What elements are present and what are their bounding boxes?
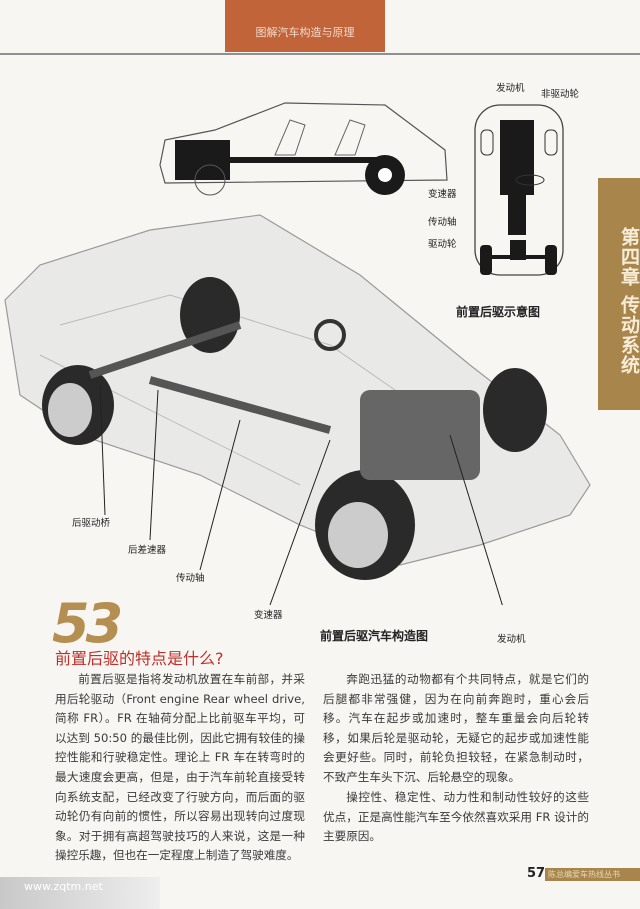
right-paragraph-2: 操控性、稳定性、动力性和制动性较好的这些优点，正是高性能汽车至今依然喜欢采用 F… xyxy=(323,790,589,844)
label-gearbox: 变速器 xyxy=(254,610,283,621)
watermark: www.zqtm.net xyxy=(0,877,160,909)
label-rear-axle: 后驱动桥 xyxy=(72,518,111,529)
left-paragraph: 前置后驱是指将发动机放置在车前部，并采用后轮驱动（Front engine Re… xyxy=(55,672,305,863)
page-number: 57 xyxy=(527,866,546,881)
label-driveshaft: 传动轴 xyxy=(176,573,205,584)
running-header: 图解汽车构造与原理 xyxy=(225,0,385,52)
header-rule xyxy=(0,53,640,55)
label-engine: 发动机 xyxy=(497,634,526,645)
watermark-text: www.zqtm.net xyxy=(24,880,103,893)
cutaway-car-illustration xyxy=(4,214,591,605)
series-footer: 陈总编爱车热线丛书 xyxy=(545,868,640,881)
question-number: 53 xyxy=(52,592,123,655)
label-gearbox-schematic: 变速器 xyxy=(428,189,457,200)
schematic-caption: 前置后驱示意图 xyxy=(456,305,541,319)
chapter-tab: 第四章 传动系统 xyxy=(598,178,640,410)
label-driveshaft-schematic: 传动轴 xyxy=(428,217,457,228)
illustration-caption: 前置后驱汽车构造图 xyxy=(320,629,429,643)
side-view-car-drawing xyxy=(159,102,448,196)
label-non-drive-wheel: 非驱动轮 xyxy=(541,89,580,100)
label-engine-schematic: 发动机 xyxy=(496,83,525,94)
label-rear-differential: 后差速器 xyxy=(128,545,167,556)
question-heading: 前置后驱的特点是什么? xyxy=(55,649,224,668)
top-view-schematic xyxy=(474,104,564,276)
label-drive-wheel-schematic: 驱动轮 xyxy=(428,239,457,250)
right-paragraph-1: 奔跑迅猛的动物都有个共同特点，就是它们的后腿都非常强健，因为在向前奔跑时，重心会… xyxy=(323,672,589,784)
